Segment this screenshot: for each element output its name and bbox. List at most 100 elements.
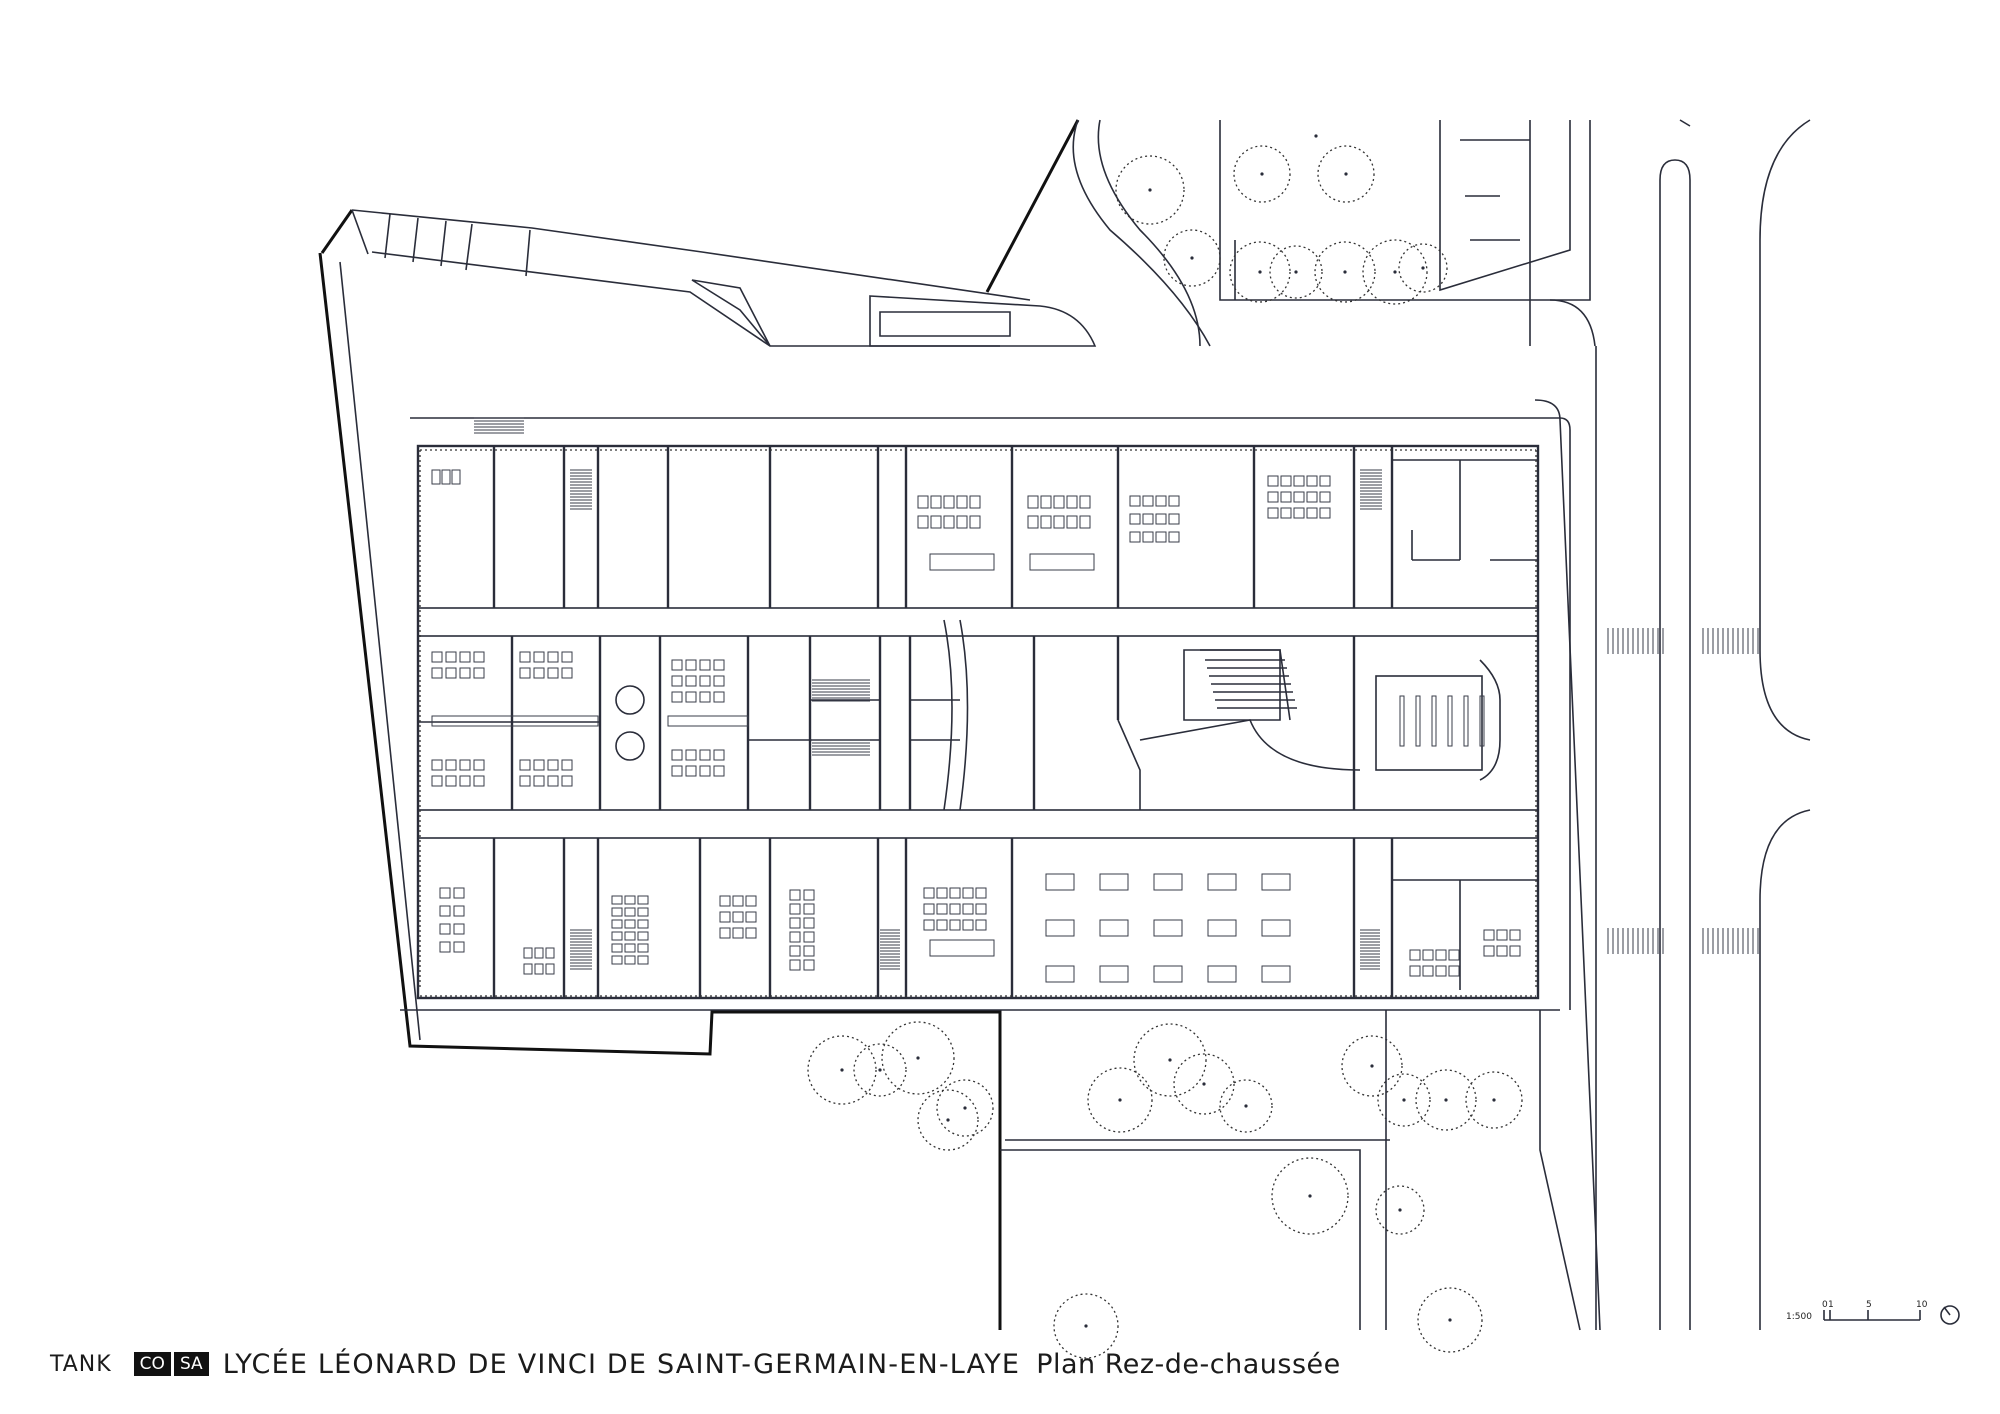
north-room-a-desks-desk-1-4: [969, 515, 981, 529]
tree-17: [1173, 1053, 1235, 1115]
south-room-5-desks: [789, 889, 815, 971]
north-room-c-desks-desk-2-0: [1129, 531, 1141, 543]
south-room-1-desks-desk-3-1: [453, 941, 465, 953]
tree-trunk-5: [1294, 270, 1298, 274]
logo-co: CO: [133, 1352, 171, 1376]
round-table-1: [615, 685, 645, 715]
workshop-tables-desk-2-4: [1261, 965, 1291, 983]
south-room-6-desks: [923, 887, 987, 931]
mid-room-3-desks-desk-1-2: [459, 775, 471, 787]
south-room-5-desks-desk-1-0: [789, 903, 801, 915]
south-room-6-desks-desk-2-2: [949, 919, 961, 931]
tree-14: [936, 1079, 994, 1137]
south-room-3-desks-desk-3-1: [624, 931, 636, 941]
crosswalk-north-right: [1702, 628, 1759, 654]
tree-trunk-0: [1148, 188, 1152, 192]
stair-entry: [474, 417, 524, 434]
south-room-1-desks-desk-0-1: [453, 887, 465, 899]
south-room-7-desks-desk-0-2: [1435, 949, 1447, 961]
workshop-tables-desk-0-0: [1045, 873, 1075, 891]
south-room-1-desks: [439, 887, 465, 953]
library-stacks-desk-0-3: [1447, 695, 1453, 747]
north-room-c-desks-desk-1-3: [1168, 513, 1180, 525]
south-room-8-desks-desk-1-1: [1496, 945, 1508, 957]
south-room-2-desks-desk-0-2: [545, 947, 555, 959]
tree-26: [1417, 1287, 1483, 1353]
south-room-8-desks-desk-1-2: [1509, 945, 1521, 957]
tree-20: [1377, 1073, 1431, 1127]
north-room-a-desks-desk-1-3: [956, 515, 968, 529]
mid-room-4-desks-desk-0-3: [561, 759, 573, 771]
tree-trunk-11: [878, 1068, 882, 1072]
mid-room-1-desks-desk-1-1: [445, 667, 457, 679]
scale-tick-1: 1: [1828, 1300, 1834, 1310]
mid-room-3-desks-desk-0-1: [445, 759, 457, 771]
south-room-6-desks-desk-1-1: [936, 903, 948, 915]
south-room-5-desks-desk-0-0: [789, 889, 801, 901]
tree-trunk-4: [1258, 270, 1262, 274]
south-room-3-desks-desk-3-2: [637, 931, 649, 941]
south-room-6-desks-desk-0-4: [975, 887, 987, 899]
mid-room-4-desks-desk-1-0: [519, 775, 531, 787]
south-room-7-desks-desk-0-3: [1448, 949, 1460, 961]
north-room-d-desks-desk-0-3: [1306, 475, 1318, 487]
scale-tick-0: 0: [1822, 1300, 1828, 1310]
tree-trunk-24: [1398, 1208, 1402, 1212]
south-room-6-desks-desk-1-0: [923, 903, 935, 915]
south-room-4-desks-desk-0-2: [745, 895, 757, 907]
south-room-4-desks-desk-2-2: [745, 927, 757, 939]
north-room-b-desks-desk-1-2: [1053, 515, 1065, 529]
south-room-8-desks-desk-0-1: [1496, 929, 1508, 941]
tree-trunk-6: [1343, 270, 1347, 274]
library-stacks-desk-0-4: [1463, 695, 1469, 747]
tree-trunk-22: [1492, 1098, 1496, 1102]
mid-room-1-desks: [431, 651, 485, 679]
north-room-c-desks-desk-0-2: [1155, 495, 1167, 507]
south-room-4-desks-desk-1-0: [719, 911, 731, 923]
tree-1: [1163, 229, 1221, 287]
north-room-a-desks-desk-0-1: [930, 495, 942, 509]
tree-25: [1053, 1293, 1119, 1359]
south-room-2-desks-desk-1-2: [545, 963, 555, 975]
mid-room-3-desks-desk-0-0: [431, 759, 443, 771]
stair-north-2: [1360, 469, 1382, 510]
crosswalk-north-left: [1607, 628, 1664, 654]
entry-canopy: [351, 209, 1097, 347]
north-room-c-desks-desk-0-3: [1168, 495, 1180, 507]
north-room-d-desks-desk-2-1: [1280, 507, 1292, 519]
crosswalk-south-left: [1607, 928, 1664, 954]
tree-trunk-25: [1084, 1324, 1088, 1328]
south-room-5-desks-desk-3-0: [789, 931, 801, 943]
south-room-4-desks: [719, 895, 757, 939]
tree-trunk-3: [1344, 172, 1348, 176]
workshop-tables: [1045, 873, 1291, 983]
south-room-3-desks-desk-0-1: [624, 895, 636, 905]
library-stacks-desk-0-1: [1415, 695, 1421, 747]
tree-13: [917, 1089, 979, 1151]
south-room-1-desks-desk-0-0: [439, 887, 451, 899]
north-room-d-desks-desk-0-0: [1267, 475, 1279, 487]
south-room-3-desks-desk-0-2: [637, 895, 649, 905]
mid-room-6-desks-desk-0-0: [671, 749, 683, 761]
tree-trunk-2: [1260, 172, 1264, 176]
north-room-1-desks-desk-0-0: [431, 469, 441, 485]
tree-trunk-21: [1444, 1098, 1448, 1102]
north-room-1-desks-desk-0-1: [441, 469, 451, 485]
mid-room-1-desks-desk-1-2: [459, 667, 471, 679]
mid-bench-2: [667, 715, 749, 727]
south-room-5-desks-desk-3-1: [803, 931, 815, 943]
south-room-3-desks-desk-2-1: [624, 919, 636, 929]
workshop-tables-desk-2-1: [1099, 965, 1129, 983]
tree-5: [1269, 245, 1323, 299]
south-room-5-desks-desk-2-1: [803, 917, 815, 929]
scale-bar: [1823, 1310, 1921, 1321]
mid-room-6-desks-desk-1-3: [713, 765, 725, 777]
south-room-3-desks-desk-4-0: [611, 943, 623, 953]
south-room-5-desks-desk-4-0: [789, 945, 801, 957]
north-room-c-desks-desk-1-2: [1155, 513, 1167, 525]
north-arrow-icon: [1940, 1305, 1960, 1325]
north-room-c-desks-desk-0-1: [1142, 495, 1154, 507]
tree-11: [853, 1043, 907, 1097]
south-room-3-desks-desk-2-2: [637, 919, 649, 929]
south-room-5-desks-desk-1-1: [803, 903, 815, 915]
